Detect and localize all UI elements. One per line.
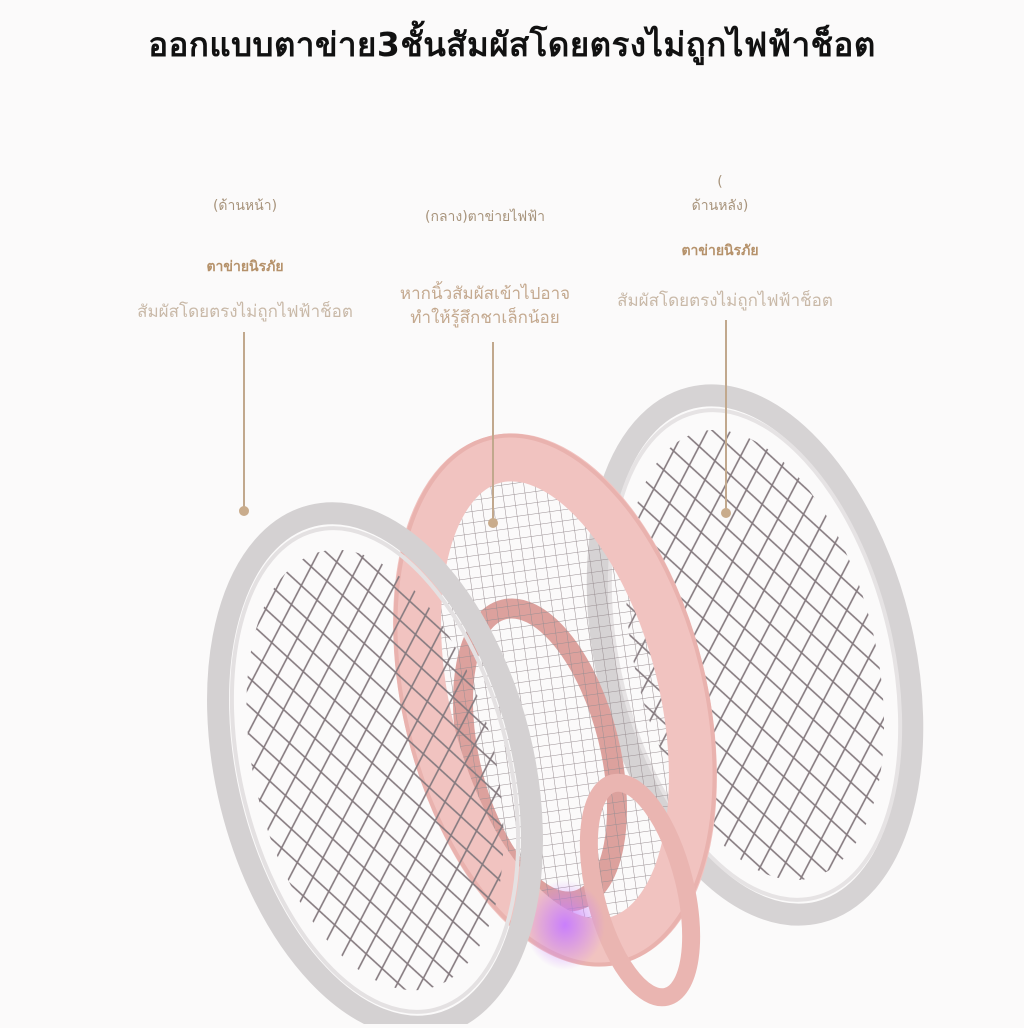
front-position-label: (ด้านหน้า) bbox=[212, 198, 278, 214]
uv-lamp-icon bbox=[525, 880, 605, 970]
back-marker-dot bbox=[721, 508, 731, 518]
front-desc-label: สัมผัสโดยตรงไม่ถูกไฟฟ้าช็อต bbox=[137, 302, 353, 322]
front-marker-dot bbox=[239, 506, 249, 516]
middle-position-label: (กลาง)ตาข่ายไฟฟ้า bbox=[425, 209, 545, 225]
middle-desc-line2: ทำให้รู้สึกชาเล็กน้อย bbox=[410, 308, 560, 328]
middle-leader-line bbox=[492, 342, 494, 520]
middle-desc-line1: หากนิ้วสัมผัสเข้าไปอาจ bbox=[399, 284, 571, 304]
back-position-line1: ( bbox=[717, 174, 723, 190]
back-desc-label: สัมผัสโดยตรงไม่ถูกไฟฟ้าช็อต bbox=[617, 291, 833, 311]
front-tag-label: ตาข่ายนิรภัย bbox=[206, 259, 284, 275]
front-leader-line bbox=[243, 332, 245, 508]
back-tag-label: ตาข่ายนิรภัย bbox=[681, 243, 759, 259]
back-position-line2: ด้านหลัง) bbox=[691, 198, 749, 214]
back-leader-line bbox=[725, 320, 727, 510]
headline: ออกแบบตาข่าย3ชั้นสัมผัสโดยตรงไม่ถูกไฟฟ้า… bbox=[148, 25, 876, 64]
middle-marker-dot bbox=[488, 518, 498, 528]
